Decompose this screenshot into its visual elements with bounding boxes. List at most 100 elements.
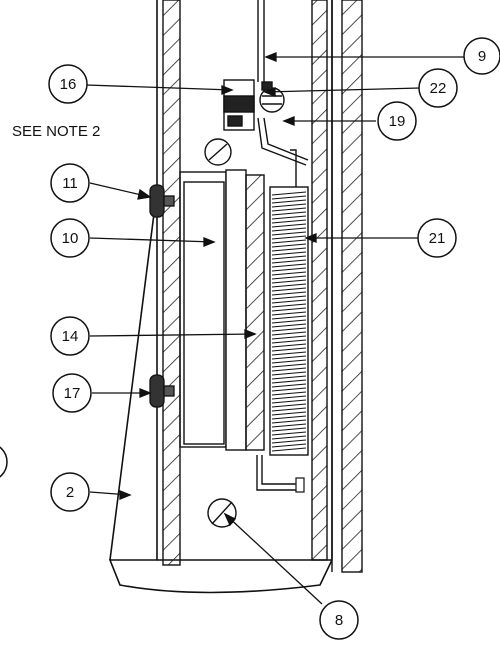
- coil-winding: [271, 439, 307, 444]
- coil-winding: [271, 287, 307, 292]
- svg-text:19: 19: [389, 113, 406, 130]
- inner-tube: [257, 0, 265, 82]
- screw-17: [149, 374, 175, 408]
- note-text: SEE NOTE 2: [12, 123, 100, 140]
- svg-text:14: 14: [62, 328, 79, 345]
- coil-winding: [271, 279, 307, 284]
- coil-winding: [271, 319, 307, 324]
- coil-winding: [271, 219, 307, 224]
- coil-winding: [271, 263, 307, 268]
- coil-winding: [271, 379, 307, 384]
- coil-winding: [271, 243, 307, 248]
- coil-winding: [271, 391, 307, 396]
- leader-lines: [85, 52, 465, 605]
- callout-2: 2: [50, 472, 90, 512]
- coil-winding: [271, 363, 307, 368]
- housing-outline: [108, 0, 333, 594]
- svg-text:16: 16: [60, 76, 77, 93]
- coil-winding: [271, 207, 307, 212]
- coil-winding: [271, 191, 307, 196]
- callout-10: 10: [50, 218, 90, 258]
- coil-winding: [271, 435, 307, 440]
- coil-winding: [271, 291, 307, 296]
- coil-winding: [271, 259, 307, 264]
- svg-text:22: 22: [430, 80, 447, 97]
- coil-winding: [271, 235, 307, 240]
- coil-winding: [271, 195, 307, 200]
- coil-winding: [271, 399, 307, 404]
- coil-winding: [271, 407, 307, 412]
- right-wall-outer: [331, 0, 363, 573]
- coil-winding: [271, 367, 307, 372]
- coil-winding: [271, 267, 307, 272]
- coil-winding: [271, 403, 307, 408]
- coil-winding: [271, 323, 307, 328]
- coil-winding: [271, 343, 307, 348]
- coil-winding: [271, 211, 307, 216]
- right-wall-inner: [311, 0, 328, 561]
- coil-winding: [271, 283, 307, 288]
- coil-winding: [271, 247, 307, 252]
- coil-winding: [271, 387, 307, 392]
- coil-winding: [271, 303, 307, 308]
- coil-winding: [271, 339, 307, 344]
- coil-winding: [271, 311, 307, 316]
- coil-winding: [271, 447, 307, 452]
- coil-winding: [271, 275, 307, 280]
- svg-text:17: 17: [64, 385, 81, 402]
- callout-17: 17: [52, 373, 92, 413]
- callout-9: 9: [463, 37, 500, 75]
- upper-lead: [257, 117, 309, 166]
- mount-plate: [179, 171, 227, 448]
- coil-winding: [271, 331, 307, 336]
- coil-winding: [271, 443, 307, 448]
- coil-winding: [271, 335, 307, 340]
- coil-winding: [271, 271, 307, 276]
- coil-winding: [271, 227, 307, 232]
- circuit-board: [225, 169, 265, 451]
- coil-winding: [271, 427, 307, 432]
- coil-winding: [271, 411, 307, 416]
- svg-text:2: 2: [66, 484, 74, 501]
- coil-winding: [271, 251, 307, 256]
- coil-winding: [271, 371, 307, 376]
- coil-winding: [271, 215, 307, 220]
- callout-8: 8: [319, 600, 359, 640]
- svg-text:10: 10: [62, 230, 79, 247]
- terminal-knob: [204, 138, 232, 166]
- partial-callout: [0, 446, 8, 478]
- screw-11: [149, 184, 175, 218]
- coil-winding: [271, 307, 307, 312]
- coil-winding: [271, 223, 307, 228]
- coil-winding: [271, 355, 307, 360]
- svg-text:8: 8: [335, 612, 343, 629]
- svg-text:11: 11: [62, 175, 78, 192]
- left-wall: [162, 0, 181, 566]
- coil-winding: [271, 395, 307, 400]
- coil-winding: [271, 431, 307, 436]
- svg-text:21: 21: [429, 230, 446, 247]
- callout-11: 11: [50, 163, 90, 203]
- coil-winding: [271, 231, 307, 236]
- coil-winding: [271, 295, 307, 300]
- coil-winding: [271, 255, 307, 260]
- coil-winding: [271, 239, 307, 244]
- terminal-block: [223, 79, 285, 131]
- callout-22: 22: [418, 68, 458, 108]
- callout-16: 16: [48, 64, 88, 104]
- callout-19: 19: [377, 101, 417, 141]
- heating-coil: [256, 149, 309, 493]
- coil-winding: [271, 423, 307, 428]
- svg-text:9: 9: [478, 48, 486, 65]
- coil-winding: [271, 203, 307, 208]
- callout-21: 21: [417, 218, 457, 258]
- coil-winding: [271, 375, 307, 380]
- coil-winding: [271, 351, 307, 356]
- callout-14: 14: [50, 316, 90, 356]
- coil-winding: [271, 383, 307, 388]
- coil-winding: [271, 327, 307, 332]
- coil-winding: [271, 199, 307, 204]
- coil-winding: [271, 419, 307, 424]
- coil-winding: [271, 359, 307, 364]
